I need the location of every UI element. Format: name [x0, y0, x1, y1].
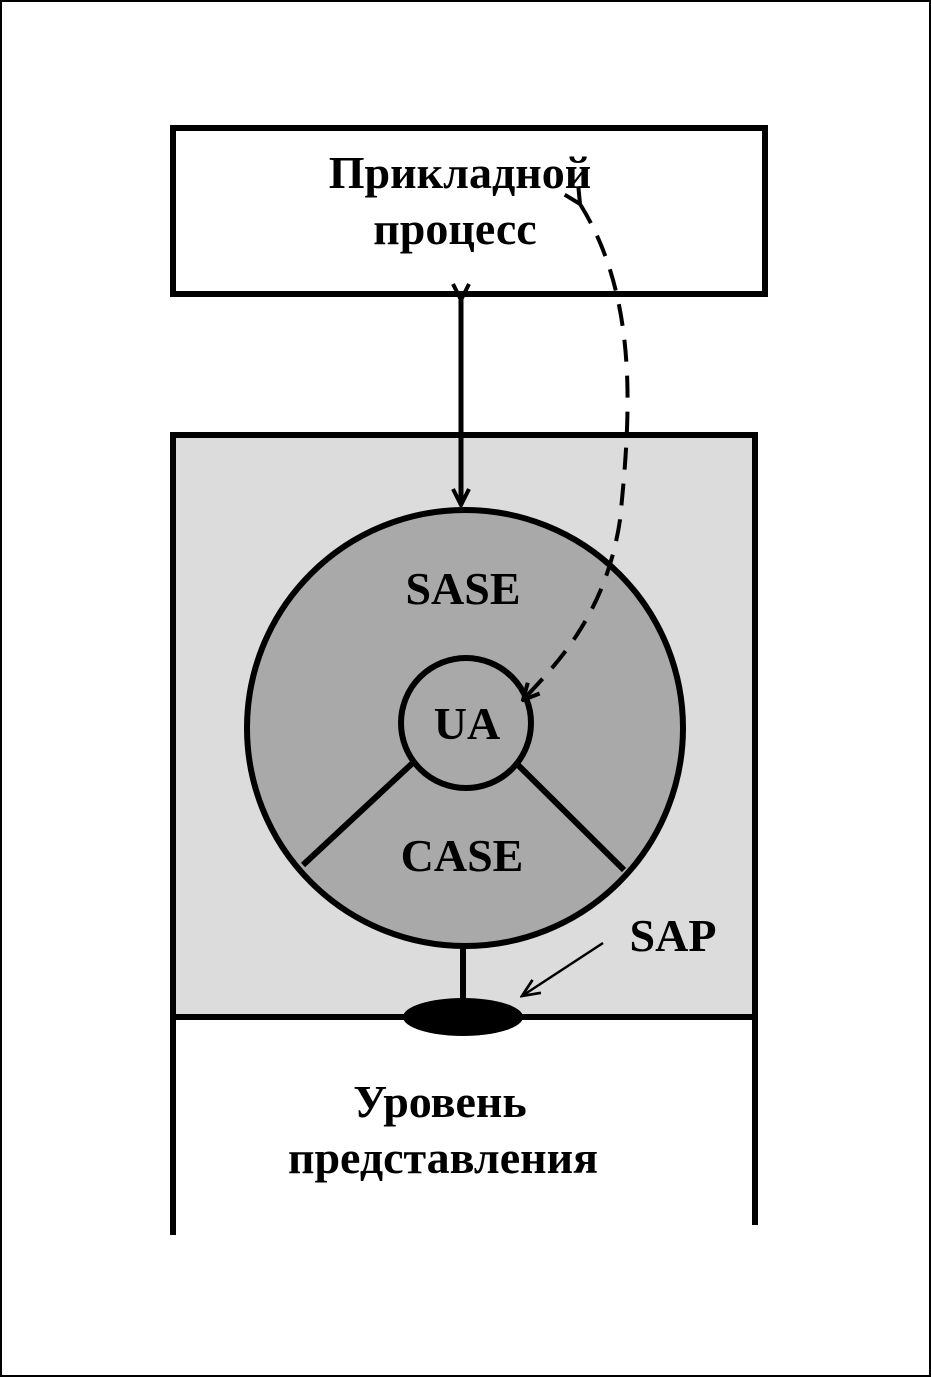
sase-label: SASE — [405, 563, 520, 614]
presentation-layer-label-line2: представления — [288, 1132, 598, 1183]
ua-label: UA — [434, 698, 500, 749]
application-process-label-line2: процесс — [373, 203, 536, 254]
sap-label: SAP — [630, 910, 717, 961]
presentation-layer-label-line1: Уровень — [353, 1076, 527, 1127]
case-label: CASE — [401, 830, 524, 881]
ua-circle — [398, 655, 534, 791]
case-sector-divider-left — [300, 755, 421, 868]
case-sector-divider-right — [512, 759, 627, 873]
sap-pointer-arrow — [522, 941, 604, 996]
application-process-box — [170, 125, 768, 297]
sap-point — [403, 998, 523, 1036]
process-ua-dashed-arrow — [523, 204, 630, 700]
application-process-label-line1: Прикладной — [329, 147, 591, 198]
